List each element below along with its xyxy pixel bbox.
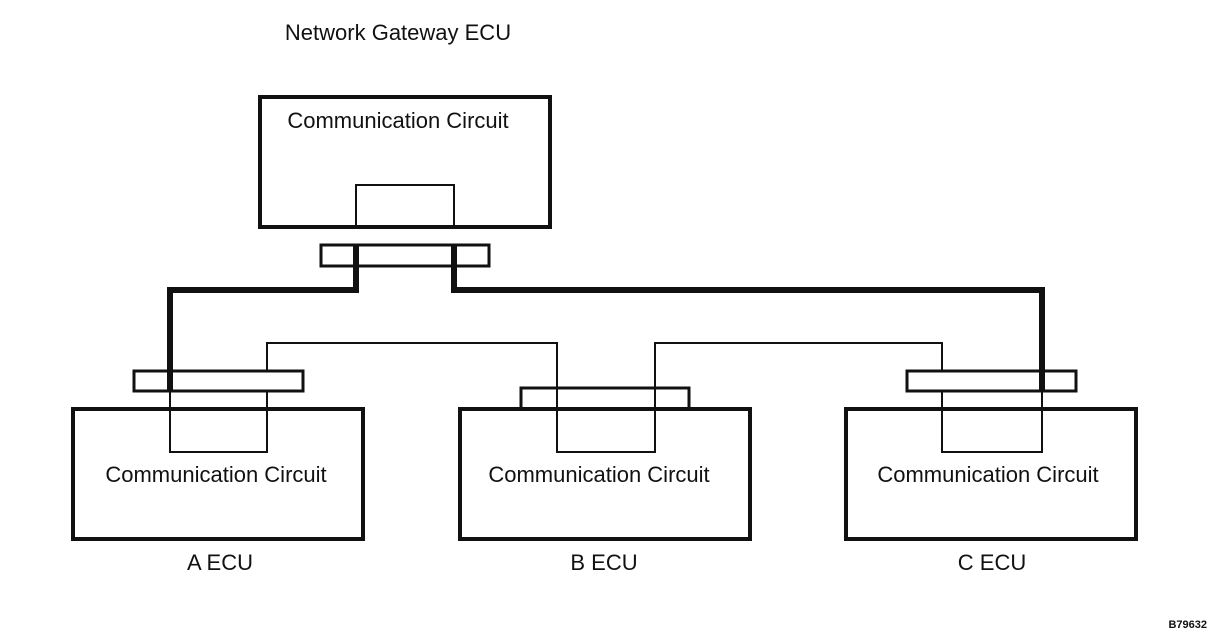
b-ecu-circuit-label: Communication Circuit [488, 462, 709, 487]
b-ecu-circuit-port [556, 408, 656, 453]
bus-wire-gateway-to-c [451, 245, 1045, 391]
a-ecu-circuit-label: Communication Circuit [105, 462, 326, 487]
bus-wire-a-to-b [266, 342, 558, 408]
gateway-title: Network Gateway ECU [285, 20, 511, 45]
b-ecu-connector [519, 386, 691, 411]
a-ecu-connector [132, 369, 305, 393]
figure-reference-code: B79632 [1168, 619, 1207, 631]
a-ecu-name: A ECU [187, 550, 253, 575]
b-ecu-name: B ECU [570, 550, 637, 575]
bus-wire-gateway-to-a [167, 245, 359, 391]
gateway-connector [319, 243, 491, 268]
c-ecu-box [844, 407, 1138, 541]
a-ecu-box [71, 407, 365, 541]
bus-wire-b-to-c [654, 342, 943, 408]
a-ecu-circuit-port [169, 391, 268, 453]
c-ecu-name: C ECU [958, 550, 1026, 575]
c-ecu-connector [905, 369, 1078, 393]
c-ecu-circuit-port [941, 391, 1043, 453]
gateway-circuit-port [355, 184, 455, 228]
c-ecu-circuit-label: Communication Circuit [877, 462, 1098, 487]
gateway-circuit-label: Communication Circuit [287, 108, 508, 133]
